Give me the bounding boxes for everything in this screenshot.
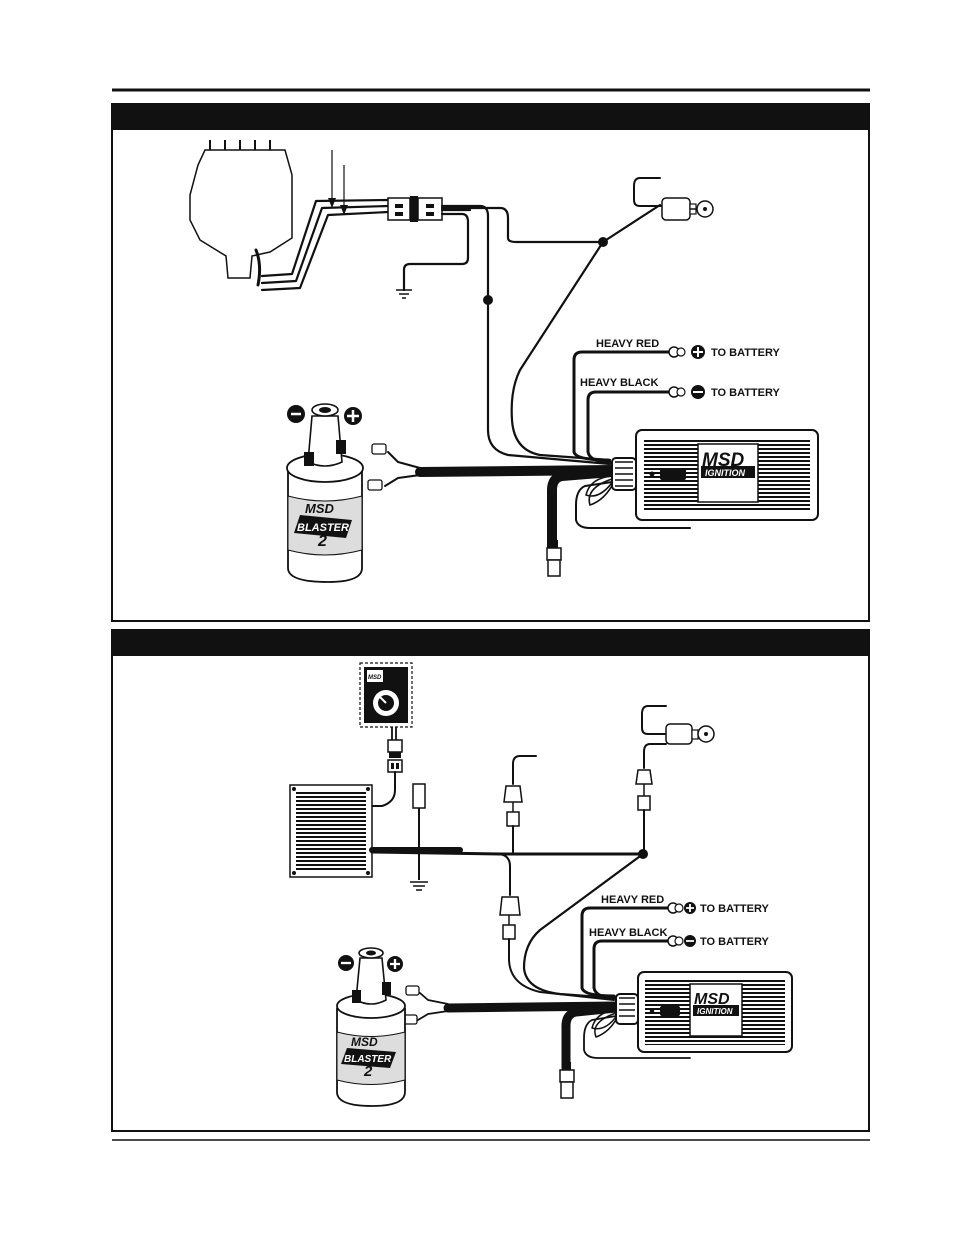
battery-positive-label: TO BATTERY <box>711 347 781 359</box>
coil-number-label: 2 <box>363 1063 373 1080</box>
heavy-black-label: HEAVY BLACK <box>580 377 658 389</box>
finned-module-icon <box>290 785 372 877</box>
ignition-switch-icon <box>642 706 714 744</box>
battery-positive-label: TO BATTERY <box>700 903 770 915</box>
panel-2-frame <box>112 630 869 1131</box>
ground-connector <box>413 784 425 880</box>
splice-dot <box>483 295 493 305</box>
coil-brand-label: MSD <box>351 1035 378 1049</box>
plus-icon <box>344 407 362 425</box>
coil-brand-label: MSD <box>305 501 335 516</box>
battery-negative-terminal <box>668 935 696 947</box>
coil-terminal-ring <box>404 986 419 1024</box>
minus-icon <box>287 405 305 423</box>
spade-connector <box>636 770 652 810</box>
ground-symbol <box>396 290 412 298</box>
battery-positive-terminal <box>669 345 705 359</box>
heavy-red-label: HEAVY RED <box>601 894 664 906</box>
panel-1-distributor-wiring: HEAVY RED HEAVY BLACK TO BATTERY TO BATT… <box>112 104 869 621</box>
spade-connector <box>504 786 522 826</box>
coil-terminal-ring <box>368 444 386 490</box>
msd-ignition-box: MSD IGNITION <box>616 972 792 1052</box>
heavy-red-label: HEAVY RED <box>596 338 659 350</box>
plus-icon <box>387 956 403 972</box>
battery-negative-label: TO BATTERY <box>700 936 770 948</box>
distributor-icon <box>190 140 292 285</box>
minus-icon <box>338 955 354 971</box>
coil-number-label: 2 <box>317 533 327 550</box>
pickup-lead-arrows <box>328 150 348 215</box>
controller-brand-label: MSD <box>368 675 382 681</box>
battery-positive-terminal <box>668 902 696 914</box>
box-sub-label: IGNITION <box>697 1007 733 1016</box>
panel-2-ignition-controller-wiring: MSD <box>112 630 869 1131</box>
ground-symbol <box>410 882 428 890</box>
heavy-black-label: HEAVY BLACK <box>589 927 667 939</box>
box-sub-label: IGNITION <box>705 468 745 478</box>
msd-ignition-box: MSD IGNITION <box>612 430 818 520</box>
timing-controller-icon: MSD <box>360 663 412 727</box>
status-led <box>660 1006 680 1016</box>
status-led <box>660 468 686 480</box>
battery-negative-label: TO BATTERY <box>711 387 781 399</box>
pickup-connector <box>388 196 442 222</box>
spade-connector <box>500 897 520 939</box>
blaster-coil: MSD BLASTER 2 <box>287 404 363 582</box>
controller-connector <box>388 740 402 772</box>
battery-negative-terminal <box>669 385 705 399</box>
panel-1-header-bar <box>112 104 869 130</box>
panel-2-header-bar <box>112 630 869 656</box>
